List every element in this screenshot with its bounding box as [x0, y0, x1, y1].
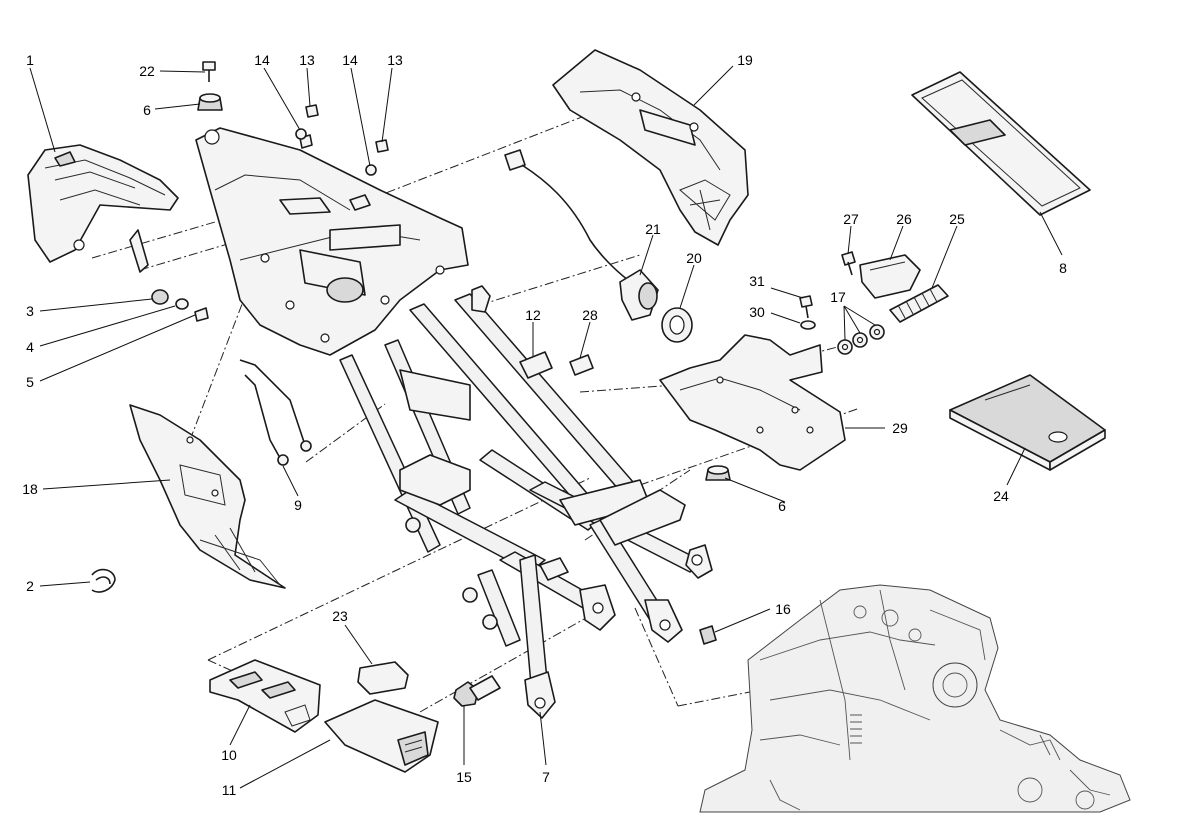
- rear-subframe: [339, 285, 713, 719]
- callout-25: 25: [949, 211, 965, 227]
- part-29-bracket: [659, 334, 846, 471]
- part-17-washers: [837, 324, 885, 355]
- part-4-washer: [175, 298, 189, 310]
- callout-14: 14: [342, 52, 358, 68]
- callout-24: 24: [993, 488, 1009, 504]
- callout-11: 11: [221, 782, 237, 798]
- callout-13: 13: [299, 52, 315, 68]
- part-5-screw: [194, 307, 209, 322]
- part-1-tail-housing: [27, 144, 179, 273]
- part-19-cover: [552, 49, 749, 246]
- leader-lines: [29, 65, 1063, 789]
- callout-13: 13: [387, 52, 403, 68]
- part-13-nut-a: [305, 104, 319, 118]
- callout-6: 6: [778, 498, 786, 514]
- callout-4: 4: [26, 339, 34, 355]
- part-2-clip: [91, 568, 116, 593]
- callout-18: 18: [22, 481, 38, 497]
- callout-23: 23: [332, 608, 348, 624]
- callout-28: 28: [582, 307, 598, 323]
- callout-17: 17: [830, 289, 846, 305]
- engine-block: [699, 584, 1131, 813]
- callout-12: 12: [525, 307, 541, 323]
- callout-8: 8: [1059, 260, 1067, 276]
- part-22-bolt: [202, 61, 216, 82]
- part-10-battery-cover: [209, 659, 321, 733]
- part-14-washer-b: [365, 164, 377, 176]
- part-6-rubber-top: [197, 93, 223, 111]
- callout-9: 9: [294, 497, 302, 513]
- part-27-screw: [841, 251, 856, 276]
- callout-19: 19: [737, 52, 753, 68]
- part-26-clip: [859, 254, 921, 299]
- part-14-washer-a: [295, 128, 307, 140]
- callout-26: 26: [896, 211, 912, 227]
- part-16-clip: [699, 625, 717, 645]
- callout-29: 29: [892, 420, 908, 436]
- callout-7: 7: [542, 769, 550, 785]
- callout-1: 1: [26, 52, 34, 68]
- callout-21: 21: [645, 221, 661, 237]
- mounting-plate: [195, 127, 469, 356]
- part-20-grommet: [661, 307, 693, 343]
- callout-27: 27: [843, 211, 859, 227]
- callout-6: 6: [143, 102, 151, 118]
- part-18-side-cover: [129, 404, 286, 589]
- part-8-lens: [911, 71, 1091, 216]
- part-3-rubber: [151, 289, 169, 305]
- callout-10: 10: [221, 747, 237, 763]
- part-6-rubber-lower: [705, 465, 731, 481]
- callout-14: 14: [254, 52, 270, 68]
- part-9-wire-bracket: [239, 359, 312, 466]
- callout-22: 22: [139, 63, 155, 79]
- callout-20: 20: [686, 250, 702, 266]
- callout-3: 3: [26, 303, 34, 319]
- part-30-washer: [800, 320, 816, 330]
- callout-30: 30: [749, 304, 765, 320]
- part-21-socket: [504, 149, 659, 321]
- callout-31: 31: [749, 273, 765, 289]
- part-12-pad: [519, 351, 553, 379]
- part-15-bolt: [453, 675, 501, 707]
- part-31-screw: [799, 295, 813, 319]
- part-24-manual: [949, 374, 1106, 471]
- part-28-pad: [569, 354, 594, 376]
- callout-5: 5: [26, 374, 34, 390]
- part-11-control-unit: [324, 699, 439, 773]
- callout-16: 16: [775, 601, 791, 617]
- part-23-pad: [357, 661, 409, 695]
- part-25-spring: [889, 284, 949, 323]
- callout-15: 15: [456, 769, 472, 785]
- callout-2: 2: [26, 578, 34, 594]
